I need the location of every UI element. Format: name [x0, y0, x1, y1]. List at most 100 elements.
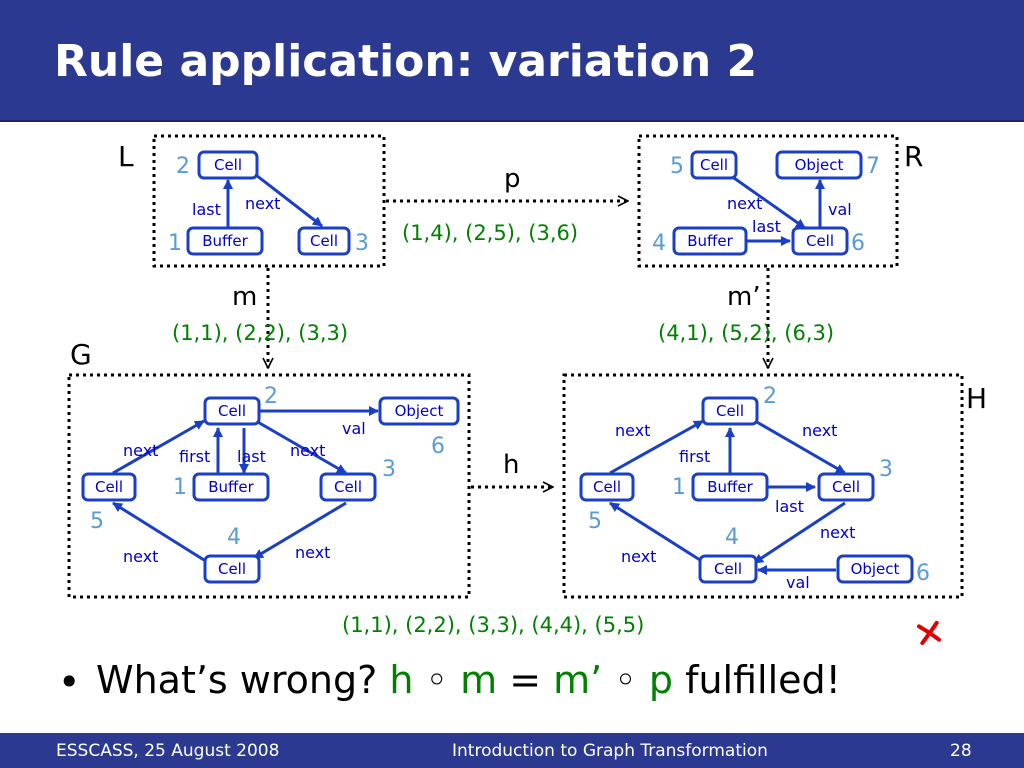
R-edge-next: [733, 176, 806, 230]
H-node-5-label: Cell: [593, 478, 621, 496]
bullet-text: What’s wrong? h ◦ m = m’ ◦ p fulfilled!: [96, 658, 841, 702]
H-node-6-box: [836, 554, 914, 584]
L-node-2-id: 2: [176, 154, 190, 179]
morphism-m-name: m: [232, 282, 257, 312]
H-edge-label-next-4-5: next: [621, 547, 656, 566]
L-edge-label-next: next: [245, 194, 280, 213]
R-node-7-box: [775, 150, 863, 180]
H-node-1-label: Buffer: [707, 478, 753, 496]
G-node-6-box: [378, 396, 460, 426]
H-node-3-box: [817, 472, 875, 502]
H-edge-5-2: [609, 419, 704, 475]
G-edge-3-4: [253, 501, 347, 560]
R-node-5-label: Cell: [700, 156, 728, 174]
H-node-3-id: 3: [879, 457, 893, 482]
G-node-6-label: Object: [395, 402, 444, 420]
footer-bar: ESSCASS, 25 August 2008 Introduction to …: [0, 733, 1024, 768]
H-edge-label-last: last: [775, 497, 804, 516]
R-node-4-box: [672, 226, 748, 256]
H-edge-label-val: val: [786, 573, 810, 592]
H-node-1-id: 1: [672, 475, 686, 500]
mapping-p: (1,4), (2,5), (3,6): [402, 221, 578, 245]
G-edge-label-val: val: [342, 419, 366, 438]
R-node-5-id: 5: [670, 154, 684, 179]
graph-H-frame: [562, 373, 964, 599]
graph-G-frame: [67, 373, 471, 599]
title-bar: Rule application: variation 2: [0, 0, 1024, 122]
G-edge-2-3: [255, 419, 347, 475]
bullet-p: p: [648, 658, 673, 702]
H-edge-2-3: [754, 419, 846, 475]
mapping-h: (1,1), (2,2), (3,3), (4,4), (5,5): [342, 613, 644, 637]
H-node-6-label: Object: [851, 560, 900, 578]
graph-label-H: H: [966, 382, 987, 415]
R-node-4-label: Buffer: [687, 232, 733, 250]
G-node-5-box: [81, 472, 137, 502]
G-node-1-id: 1: [173, 475, 187, 500]
G-edge-label-next-3-4: next: [295, 543, 330, 562]
bullet-circ-1: ◦: [425, 658, 448, 702]
G-node-4-id: 4: [227, 525, 241, 550]
G-node-3-label: Cell: [334, 478, 362, 496]
G-node-2-id: 2: [264, 384, 278, 409]
R-node-6-id: 6: [851, 231, 865, 256]
L-edge-next: [251, 170, 323, 228]
bullet-tail: fulfilled!: [685, 658, 841, 702]
R-edge-label-val: val: [828, 200, 852, 219]
bullet-eq: =: [509, 658, 542, 702]
R-edge-label-last: last: [752, 217, 781, 236]
H-edge-3-4: [753, 501, 846, 565]
G-node-2-box: [203, 396, 261, 426]
mapping-m: (1,1), (2,2), (3,3): [172, 321, 348, 345]
morphism-mprime-name: m’: [727, 282, 761, 312]
G-node-5-id: 5: [90, 509, 104, 534]
H-edge-4-5: [609, 501, 701, 562]
R-node-5-box: [690, 150, 738, 180]
bullet-question: What’s wrong?: [96, 658, 378, 702]
G-node-1-label: Buffer: [208, 478, 254, 496]
cross-icon: [916, 620, 942, 646]
G-edge-4-5: [112, 501, 205, 562]
morphism-p-name: p: [504, 164, 521, 194]
graph-L-frame: [152, 134, 386, 268]
bullet-dot: •: [58, 660, 81, 704]
R-node-6-box: [791, 226, 849, 256]
mapping-mprime: (4,1), (5,2), (6,3): [658, 321, 834, 345]
bullet-m: m: [460, 658, 498, 702]
H-node-4-label: Cell: [714, 560, 742, 578]
footer-center: Introduction to Graph Transformation: [452, 741, 768, 761]
G-node-4-label: Cell: [218, 560, 246, 578]
R-edge-label-next: next: [727, 194, 762, 213]
L-edge-label-last: last: [192, 200, 221, 219]
graph-transformation-diagram: L R G H p m m’ h (1,4), (2,5), (3,6) (1,…: [67, 134, 987, 646]
bullet-mprime: m’: [553, 658, 603, 702]
G-node-2-label: Cell: [218, 402, 246, 420]
L-node-3-label: Cell: [310, 232, 338, 250]
L-node-2-label: Cell: [214, 156, 242, 174]
G-edge-label-last: last: [237, 447, 266, 466]
G-edge-label-first: first: [179, 447, 210, 466]
footer-left: ESSCASS, 25 August 2008: [56, 741, 280, 761]
H-node-5-box: [579, 472, 635, 502]
G-node-5-label: Cell: [95, 478, 123, 496]
H-node-6-id: 6: [916, 561, 930, 586]
H-node-1-box: [691, 472, 769, 502]
G-node-1-box: [192, 472, 270, 502]
G-node-6-id: 6: [431, 434, 445, 459]
G-edge-label-next-2-3: next: [290, 441, 325, 460]
H-edge-label-next-3-4: next: [820, 523, 855, 542]
L-node-1-box: [186, 226, 264, 256]
H-node-4-box: [698, 554, 758, 584]
G-node-4-box: [203, 554, 261, 584]
G-edge-label-next-5-2: next: [123, 441, 158, 460]
bullet-h: h: [389, 658, 414, 702]
graph-label-L: L: [118, 140, 134, 173]
R-node-7-id: 7: [866, 154, 880, 179]
H-node-2-id: 2: [763, 384, 777, 409]
graph-label-R: R: [904, 140, 923, 173]
L-node-2-box: [197, 150, 259, 180]
H-edge-label-next-2-3: next: [802, 421, 837, 440]
L-node-1-id: 1: [168, 231, 182, 256]
H-edge-label-next-5-2: next: [615, 421, 650, 440]
G-node-3-id: 3: [382, 457, 396, 482]
